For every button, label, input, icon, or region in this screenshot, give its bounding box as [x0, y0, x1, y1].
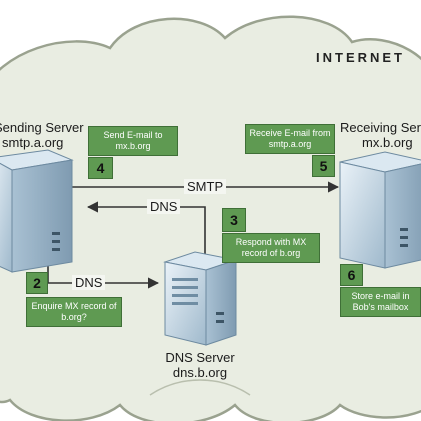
dns-response-arrow: [86, 201, 206, 255]
receiving-server-icon: [339, 151, 421, 269]
sending-server-icon: [0, 149, 74, 273]
step-2-text: Enquire MX record of b.org?: [26, 297, 122, 327]
smtp-arrow-label: SMTP: [184, 179, 227, 194]
step-3-number: 3: [222, 208, 246, 232]
receiving-server-name: Receiving Server: [340, 120, 421, 135]
sending-server-name: Sending Server: [0, 120, 84, 135]
step-2-number: 2: [26, 272, 48, 294]
step-5-number: 5: [312, 155, 335, 177]
internet-title: INTERNET: [316, 50, 405, 65]
dns-server-icon: [163, 251, 238, 346]
step-4-text: Send E-mail to mx.b.org: [88, 126, 178, 156]
step-6-text: Store e-mail in Bob's mailbox: [340, 287, 421, 317]
receiving-server-host: mx.b.org: [362, 135, 413, 150]
cloud-fold: [149, 379, 251, 396]
dns-server-host: dns.b.org: [172, 365, 228, 380]
sending-server-host: smtp.a.org: [2, 135, 64, 150]
dns-server-label: DNS Server dns.b.org: [154, 350, 246, 380]
step-5-text: Receive E-mail from smtp.a.org: [245, 124, 335, 154]
dns-response-label: DNS: [147, 199, 181, 214]
dns-server-name: DNS Server: [165, 350, 235, 365]
receiving-server-label: Receiving Server mx.b.org: [340, 120, 421, 150]
step-3-text: Respond with MX record of b.org: [222, 233, 320, 263]
dns-query-label: DNS: [72, 275, 106, 290]
step-4-number: 4: [88, 157, 113, 179]
step-6-number: 6: [340, 264, 363, 286]
sending-server-label: Sending Server smtp.a.org: [0, 120, 98, 150]
